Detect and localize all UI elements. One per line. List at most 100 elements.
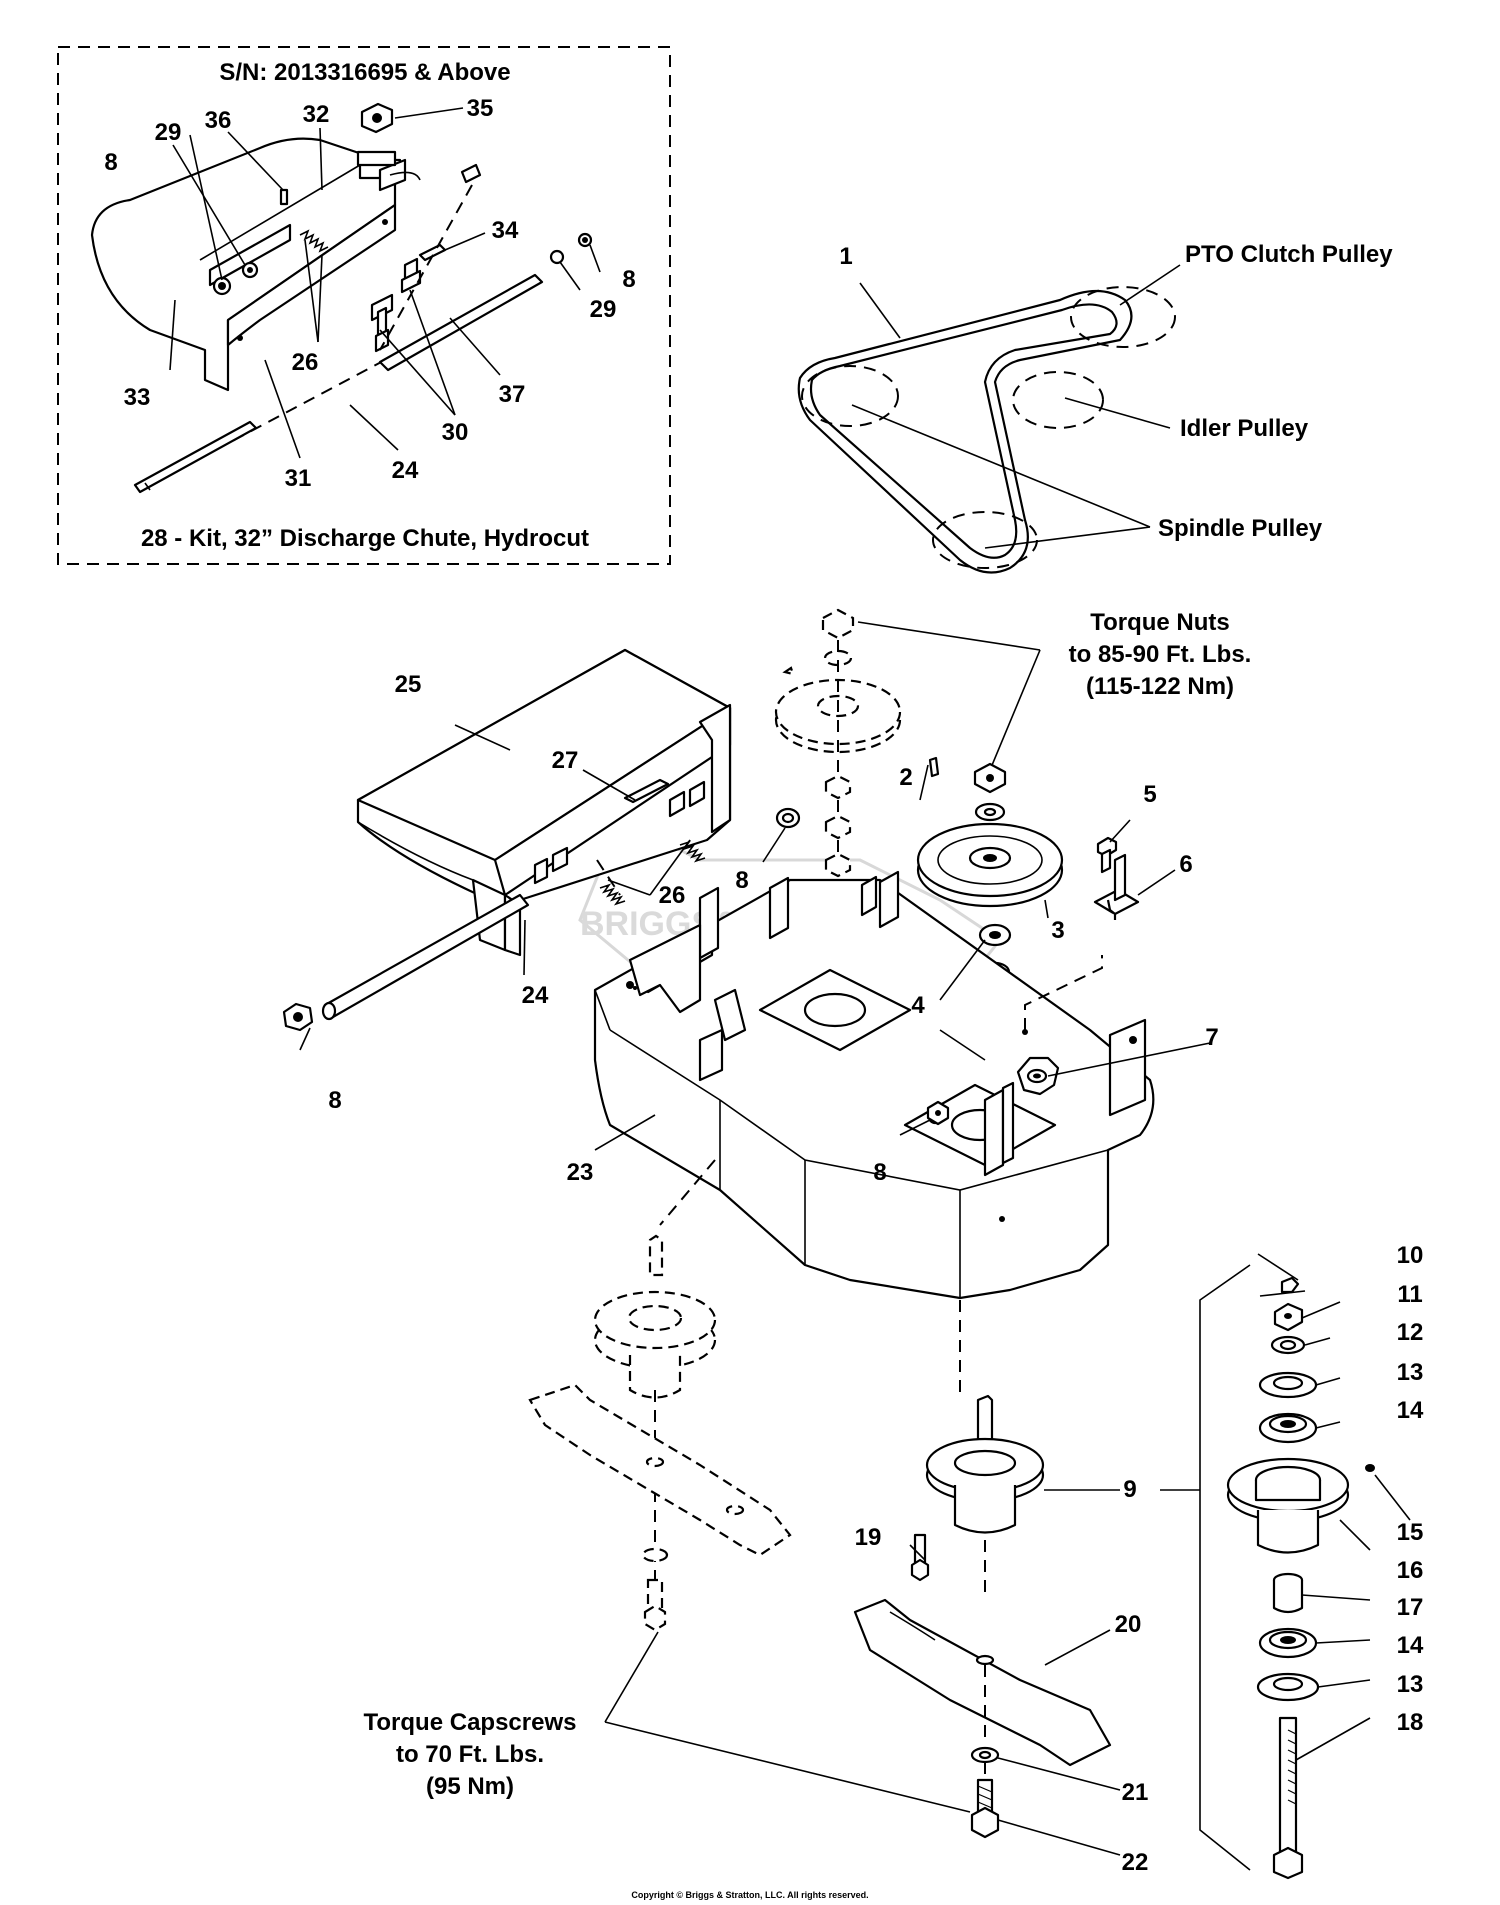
- leader-1: [859, 282, 901, 339]
- idler-pulley-outline: [1012, 371, 1104, 429]
- callout-4: 4: [911, 992, 925, 1019]
- callout-18: 18: [1397, 1709, 1424, 1736]
- callout-31: 31: [285, 465, 312, 492]
- leader-torque-nut-b: [989, 649, 1041, 771]
- leader-24-inset: [349, 404, 399, 451]
- bolt-5: [1096, 836, 1118, 874]
- nut-8-plate: [926, 1100, 950, 1126]
- left-spacer-1: [824, 774, 852, 800]
- leader-37: [449, 317, 501, 376]
- leader-34: [444, 232, 486, 251]
- left-spacer-2: [824, 814, 852, 840]
- bolt-5-path: [1024, 955, 1103, 1030]
- callout-10: 10: [1397, 1242, 1424, 1269]
- rod-24-inset: [133, 420, 258, 494]
- fitting-15: [1365, 1464, 1375, 1472]
- slot-27: [623, 778, 670, 804]
- callout-25: 25: [395, 671, 422, 698]
- leader-29-right: [559, 261, 581, 291]
- washer-29-inset: [549, 249, 565, 265]
- callout-36: 36: [205, 107, 232, 134]
- callout-21: 21: [1122, 1779, 1149, 1806]
- left-blade-washer: [641, 1547, 669, 1563]
- callout-13-top: 13: [1397, 1359, 1424, 1386]
- assembly-line-inset-1: [379, 184, 473, 351]
- bolt-long-inset: [400, 257, 422, 294]
- callout-14-lower: 14: [1397, 1632, 1424, 1659]
- left-spindle-nut: [821, 608, 855, 640]
- callout-8-right: 8: [622, 266, 635, 293]
- spindle-pulley-label: Spindle Pulley: [1158, 515, 1323, 542]
- nut-8-left: [282, 1002, 314, 1032]
- callout-8-inset: 8: [104, 149, 117, 176]
- callout-35: 35: [467, 95, 494, 122]
- nut-8-top: [775, 807, 801, 829]
- callout-34: 34: [492, 217, 519, 244]
- callout-6: 6: [1179, 851, 1192, 878]
- callout-5: 5: [1143, 781, 1156, 808]
- callout-9: 9: [1123, 1476, 1136, 1503]
- torque-nuts-note: Torque Nuts to 85-90 Ft. Lbs. (115-122 N…: [857, 609, 1252, 771]
- leader-capscrew-b: [604, 1721, 971, 1813]
- side-bracket: [1108, 1018, 1147, 1117]
- discharge-chute-kit-inset: S/N: 2013316695 & Above 28 - Kit, 32” Di…: [57, 46, 671, 565]
- torque-capscrews-line2: to 70 Ft. Lbs.: [396, 1741, 544, 1768]
- spacer-17: [1272, 1572, 1304, 1614]
- callout-24: 24: [522, 982, 549, 1009]
- callout-12: 12: [1397, 1319, 1424, 1346]
- blade-20: [853, 1598, 1112, 1767]
- spindle-shaft-18: [1272, 1716, 1304, 1880]
- pin-inset: [279, 188, 289, 206]
- leader-33: [169, 299, 176, 371]
- callout-numbers: 36 32 35 29 8 34 8 29 26 33 37 30 31 24 …: [104, 95, 1424, 1876]
- callout-22: 22: [1122, 1849, 1149, 1876]
- leader-30-b: [409, 289, 456, 416]
- left-spindle-washer: [823, 649, 853, 667]
- rod-24: [321, 893, 530, 1021]
- callout-30: 30: [442, 419, 469, 446]
- callout-26-inset: 26: [292, 349, 319, 376]
- inset-border: [57, 46, 671, 565]
- torque-nuts-line2: to 85-90 Ft. Lbs.: [1069, 641, 1252, 668]
- spring-inset: [299, 229, 329, 253]
- callout-7: 7: [1205, 1024, 1218, 1051]
- spindle-pulley-outline-left: [801, 365, 899, 427]
- spring-guide: [596, 859, 621, 896]
- deck-belt: PTO Clutch Pulley Idler Pulley Spindle P…: [797, 241, 1393, 574]
- leader-35: [394, 107, 464, 119]
- torque-capscrews-line1: Torque Capscrews: [364, 1709, 577, 1736]
- torque-nuts-line3: (115-122 Nm): [1086, 673, 1234, 700]
- callout-14-top: 14: [1397, 1397, 1424, 1424]
- callout-33: 33: [124, 384, 151, 411]
- torque-capscrews-note: Torque Capscrews to 70 Ft. Lbs. (95 Nm): [364, 1631, 971, 1813]
- callout-26: 26: [659, 882, 686, 909]
- leader-spindle-b: [984, 526, 1151, 549]
- callout-15: 15: [1397, 1519, 1424, 1546]
- kit-note: 28 - Kit, 32” Discharge Chute, Hydrocut: [141, 525, 589, 552]
- leader-capscrew-a: [604, 1631, 659, 1723]
- nut-35-inset: [360, 102, 482, 184]
- left-key: [782, 666, 795, 676]
- leader-31: [264, 359, 301, 459]
- callout-2: 2: [899, 764, 912, 791]
- serial-number-note: S/N: 2013316695 & Above: [219, 59, 510, 86]
- hinge-bracket-inset: [208, 150, 421, 287]
- leader-32: [319, 127, 323, 191]
- right-spindle-9: [910, 1300, 1045, 1600]
- copyright-notice: Copyright © Briggs & Stratton, LLC. All …: [631, 1890, 868, 1900]
- torque-nuts-line1: Torque Nuts: [1090, 609, 1230, 636]
- callout-20: 20: [1115, 1611, 1142, 1638]
- pto-clutch-pulley-outline: [1070, 286, 1176, 348]
- spindle-pulley-3: [916, 822, 1064, 908]
- callout-19: 19: [855, 1524, 882, 1551]
- callout-23: 23: [567, 1159, 594, 1186]
- spring-26-a: [599, 883, 626, 906]
- spindle-pulley-outline-right: [932, 511, 1038, 569]
- deck-housing-23: [593, 870, 1155, 1300]
- callout-8-plate: 8: [873, 1159, 886, 1186]
- left-spindle-stack: [774, 608, 902, 940]
- leader-26-inset-b: [317, 254, 323, 343]
- torque-capscrews-line3: (95 Nm): [426, 1773, 514, 1800]
- callout-1: 1: [839, 243, 852, 270]
